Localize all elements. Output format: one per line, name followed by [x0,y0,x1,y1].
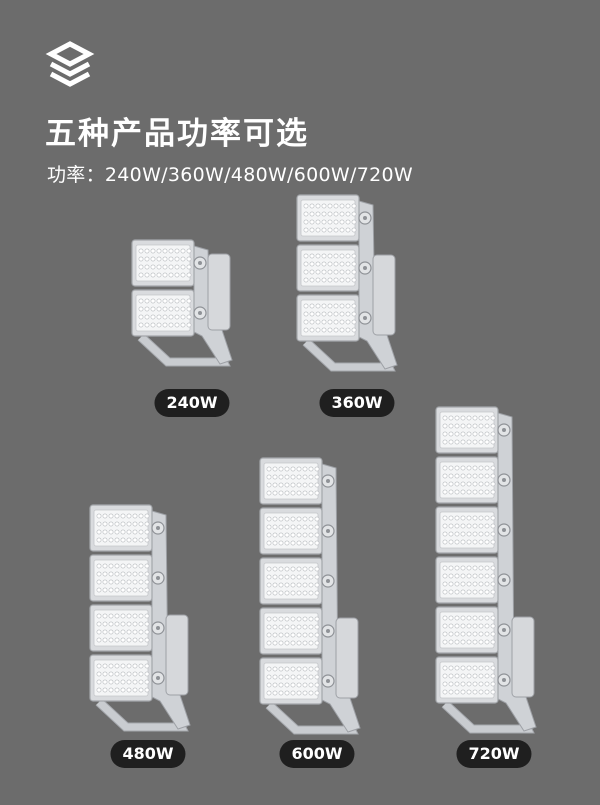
label-480w: 480W [110,740,186,768]
page-title: 五种产品功率可选 [45,116,309,152]
label-600w: 600W [279,740,355,768]
label-720w: 720W [456,740,532,768]
power-options-text: 功率：240W/360W/480W/600W/720W [47,164,413,186]
floodlight-600w-image [258,457,378,744]
label-240w: 240W [154,389,230,417]
floodlight-480w-image [88,504,208,741]
label-360w: 360W [319,389,395,417]
floodlight-240w-image [130,239,250,376]
floodlight-720w-image [434,406,554,743]
floodlight-360w-image [295,194,415,381]
layers-icon [45,40,95,90]
